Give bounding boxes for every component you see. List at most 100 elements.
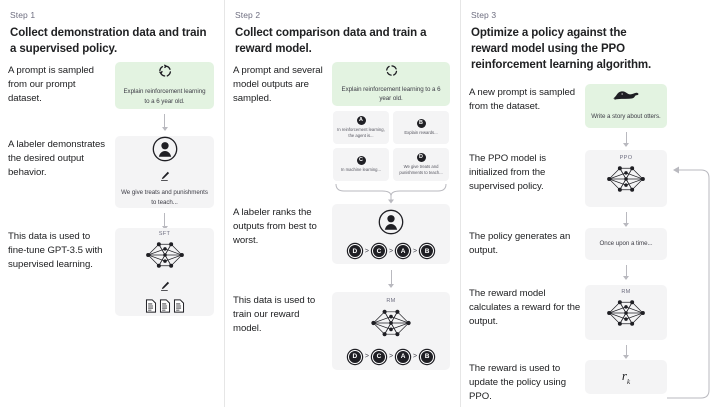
step-2-ranking-sequence: D > C > A > B [347, 244, 435, 259]
person-icon [378, 209, 404, 240]
step-2-caption-0: A prompt and several model outputs are s… [233, 64, 323, 104]
step-3-row-ppo: The PPO model is initialized from the su… [469, 149, 710, 228]
step-2-flow: A prompt and several model outputs are s… [233, 61, 450, 377]
step-3-output-text: Once upon a time... [599, 239, 653, 247]
otter-icon [611, 89, 641, 108]
step-1-prompt-text: Explain reinforcement learning to a 6 ye… [123, 88, 206, 105]
step-3-caption-4: The reward is used to update the policy … [469, 362, 566, 402]
step-3-ppo-card[interactable]: PPO [585, 149, 667, 207]
step-1-caption-1: A labeler demonstrates the desired outpu… [8, 138, 106, 178]
step-3-arrow-2 [623, 211, 629, 227]
step-2-prompt-text: Explain reinforcement learning to a 6 ye… [341, 85, 441, 103]
step-2-outputs-grid: A In reinforcement learning, the agent i… [333, 110, 449, 181]
step-2-output-d-badge: D [416, 152, 426, 162]
step-2-output-a-text: In reinforcement learning, the agent is.… [337, 126, 385, 138]
step-3-prompt-card[interactable]: Write a story about otters. [585, 83, 667, 128]
reward-symbol-r: r [621, 367, 627, 383]
reward-symbol: rk [622, 367, 630, 386]
step-1-title: Collect demonstration data and train a s… [10, 27, 207, 55]
refresh-cycle-icon [158, 64, 172, 83]
rm-rank-sep-1: > [364, 353, 369, 361]
rm-rank-badge-4: B [420, 349, 435, 364]
rm-rank-badge-3: A [396, 349, 411, 364]
step-1-row-sft: This data is used to fine-tune GPT-3.5 w… [8, 227, 214, 323]
step-3-row-reward: The reward is used to update the policy … [469, 359, 710, 402]
step-3-caption-1: The PPO model is initialized from the su… [469, 152, 547, 192]
rank-badge-1: D [347, 244, 362, 259]
neural-network-icon [603, 162, 649, 201]
rm-rank-sep-3: > [413, 353, 418, 361]
step-2-column: Step 2 Collect comparison data and train… [224, 0, 460, 407]
document-stack-icon [145, 299, 185, 313]
step-1-labeler-card[interactable]: We give treats and punishments to teach.… [115, 135, 214, 208]
neural-network-icon [367, 305, 415, 346]
step-2-row-ranking: A labeler ranks the outputs from best to… [233, 203, 450, 292]
rank-badge-4: B [420, 244, 435, 259]
step-3-label: Step 3 [471, 10, 497, 20]
step-3-row-output: The policy generates an output. Once upo… [469, 227, 710, 285]
step-3-caption-2: The policy generates an output. [469, 230, 571, 256]
step-1-row-labeler: A labeler demonstrates the desired outpu… [8, 135, 214, 230]
step-2-arrow-1 [388, 269, 394, 288]
rank-badge-3: A [396, 244, 411, 259]
step-1-sft-tag: SFT [158, 230, 171, 237]
step-3-output-card[interactable]: Once upon a time... [585, 227, 667, 260]
step-2-output-b-badge: B [416, 118, 426, 128]
step-3-reward-card[interactable]: rk [585, 359, 667, 394]
step-3-title: Optimize a policy against the reward mod… [471, 27, 652, 71]
step-2-row-rm: This data is used to train our reward mo… [233, 291, 450, 377]
step-2-output-a[interactable]: A In reinforcement learning, the agent i… [333, 110, 389, 144]
step-1-labeler-text: We give treats and punishments to teach.… [121, 189, 208, 206]
step-1-sft-card[interactable]: SFT [115, 227, 214, 316]
step-3-arrow-1 [623, 131, 629, 147]
step-3-prompt-text: Write a story about otters. [591, 113, 661, 121]
step-3-arrow-3 [623, 264, 629, 280]
step-3-flow: A new prompt is sampled from the dataset… [469, 83, 710, 402]
step-1-arrow-2 [161, 212, 168, 230]
rank-sep-1: > [364, 247, 369, 255]
person-icon [152, 136, 178, 167]
step-1-column: Step 1 Collect demonstration data and tr… [0, 0, 224, 407]
step-3-rm-card[interactable]: RM [585, 284, 667, 340]
step-1-row-prompt: A prompt is sampled from our prompt data… [8, 61, 214, 136]
step-2-rm-tag: RM [386, 297, 396, 304]
step-2-output-c-badge: C [356, 155, 366, 165]
ppo-feedback-loop-arrow [597, 140, 715, 410]
step-1-caption-0: A prompt is sampled from our prompt data… [8, 64, 94, 104]
rm-rank-badge-1: D [347, 349, 362, 364]
pencil-icon [160, 279, 170, 297]
step-3-row-prompt: A new prompt is sampled from the dataset… [469, 83, 710, 150]
rank-sep-3: > [413, 247, 418, 255]
step-3-row-rm: The reward model calculates a reward for… [469, 284, 710, 360]
rm-rank-badge-2: C [371, 349, 386, 364]
step-2-output-b[interactable]: B Explain rewards... [393, 110, 449, 144]
step-2-output-c[interactable]: C In machine learning... [333, 147, 389, 181]
step-2-output-d-text: We give treats and punishments to teach.… [399, 163, 443, 175]
rank-badge-2: C [371, 244, 386, 259]
step-2-rm-ranking: D > C > A > B [347, 349, 435, 364]
step-2-caption-1: A labeler ranks the outputs from best to… [233, 206, 317, 246]
step-1-arrow-1 [161, 113, 168, 131]
neural-network-icon [603, 296, 649, 335]
merge-brace-icon [332, 182, 450, 209]
refresh-cycle-icon [385, 64, 398, 82]
step-3-caption-0: A new prompt is sampled from the dataset… [469, 86, 576, 112]
step-1-caption-2: This data is used to fine-tune GPT-3.5 w… [8, 230, 103, 270]
step-2-row-sampling: A prompt and several model outputs are s… [233, 61, 450, 204]
rm-rank-sep-2: > [388, 353, 394, 361]
step-2-output-b-text: Explain rewards... [404, 129, 438, 135]
neural-network-icon [142, 238, 188, 277]
step-2-prompt-card[interactable]: Explain reinforcement learning to a 6 ye… [332, 61, 450, 106]
step-2-ranking-card[interactable]: D > C > A > B [332, 203, 450, 264]
step-1-label: Step 1 [10, 10, 36, 20]
rank-sep-2: > [388, 247, 394, 255]
step-2-rm-card[interactable]: RM [332, 291, 450, 370]
step-2-title: Collect comparison data and train a rewa… [235, 27, 427, 55]
step-2-output-d[interactable]: D We give treats and punishments to teac… [393, 147, 449, 181]
step-1-prompt-card[interactable]: Explain reinforcement learning to a 6 ye… [115, 61, 214, 109]
step-2-label: Step 2 [235, 10, 261, 20]
step-2-output-a-badge: A [356, 115, 366, 125]
step-3-rm-tag: RM [621, 289, 631, 296]
step-3-column: Step 3 Optimize a policy against the rew… [460, 0, 720, 407]
